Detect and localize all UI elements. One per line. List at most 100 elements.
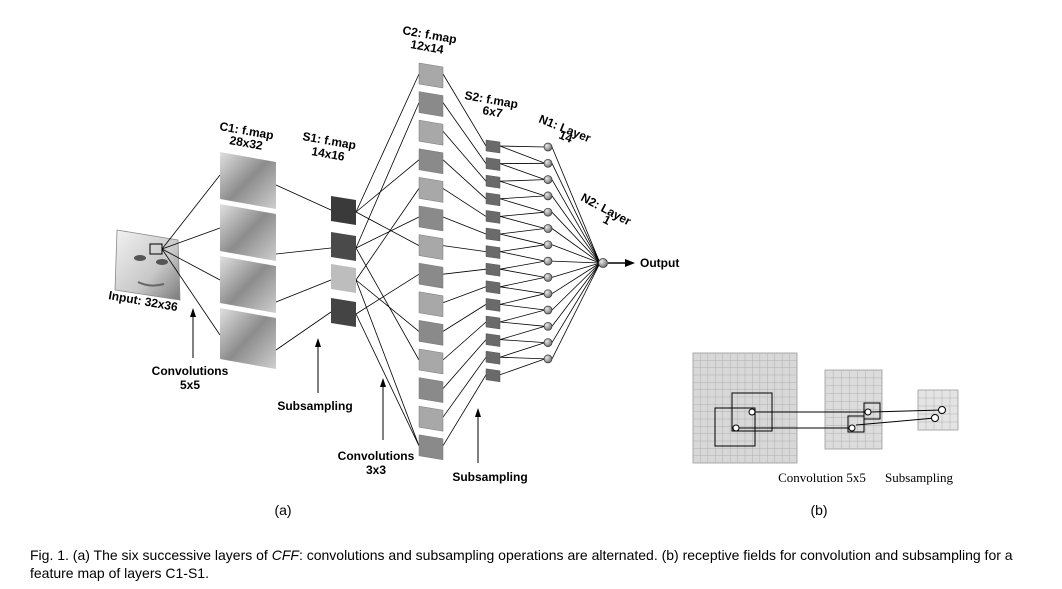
connection-line — [499, 198, 546, 213]
s2-map — [485, 192, 501, 207]
connection-line — [442, 188, 487, 217]
s2-map — [485, 262, 501, 277]
c2-map — [418, 348, 444, 375]
s2-map — [485, 368, 501, 383]
s2-map — [485, 227, 501, 242]
connection-line — [499, 180, 546, 197]
connection-line — [499, 163, 546, 180]
s2-feature-maps — [485, 139, 501, 383]
connection-line — [355, 216, 420, 249]
connection-line — [551, 262, 601, 278]
s2-map — [485, 210, 501, 224]
s1-map — [331, 232, 356, 261]
connection-line — [551, 163, 601, 264]
n1-neuron — [543, 321, 553, 331]
connection-line — [551, 262, 601, 327]
c2-size: 12x14 — [409, 37, 445, 57]
connection-line — [499, 228, 546, 235]
n1-size: 14 — [557, 128, 575, 146]
s1-map — [331, 264, 356, 293]
c1-map — [220, 152, 276, 209]
c2-map — [418, 177, 444, 203]
connection-line — [551, 262, 601, 360]
connection-line — [551, 262, 601, 295]
connection-line — [442, 159, 487, 200]
connection-line — [355, 188, 420, 281]
connection-line — [499, 325, 546, 340]
connection-line — [355, 279, 420, 332]
connection-line — [355, 159, 420, 213]
c2-map — [418, 405, 444, 432]
n1-neuron — [543, 240, 553, 250]
n1-neurons — [543, 142, 553, 364]
connection-line — [499, 342, 546, 358]
s2-map — [485, 174, 501, 189]
connection-line — [275, 247, 332, 255]
connection-line — [551, 244, 601, 264]
n1-neuron — [543, 354, 553, 364]
figure-caption: Fig. 1. (a) The six successive layers of… — [30, 546, 1040, 582]
caption-emph: CFF — [271, 547, 299, 563]
conv5-label-line1: Convolutions — [152, 364, 229, 378]
s2-map — [485, 315, 501, 330]
c2-map — [418, 148, 444, 175]
connection-line — [355, 73, 420, 213]
connection-line — [355, 102, 420, 249]
n1-neuron — [543, 224, 553, 233]
c1-map — [220, 204, 276, 261]
connection-line — [551, 146, 601, 264]
connection-line — [355, 247, 420, 361]
n2-neuron — [598, 258, 608, 268]
connection-line — [499, 260, 546, 270]
connection-line — [551, 195, 601, 264]
n1-neuron — [543, 289, 553, 299]
c2-map — [418, 91, 444, 117]
panel-a-label: (a) — [274, 502, 291, 518]
panel-b-label: (b) — [810, 502, 827, 518]
connection-line — [499, 244, 546, 252]
connection-line — [442, 304, 487, 332]
connection-line — [499, 211, 546, 217]
n1-neuron — [543, 207, 553, 217]
connection-line — [551, 260, 601, 264]
connection-line — [499, 358, 546, 376]
c2-map — [418, 262, 444, 289]
c1-size: 28x32 — [228, 133, 264, 153]
s1-size: 14x16 — [310, 144, 346, 164]
n1-neuron — [543, 273, 553, 282]
connection-line — [499, 356, 546, 360]
output-arrowhead — [625, 259, 635, 267]
annotation-arrows — [190, 308, 481, 463]
connection-line — [499, 195, 546, 200]
b-c1-grid-lines — [825, 370, 882, 449]
output-label: Output — [640, 256, 679, 270]
subsampling1-label: Subsampling — [277, 399, 352, 413]
connection-line — [551, 179, 601, 264]
connection-line — [442, 130, 487, 182]
input-image — [114, 229, 181, 301]
caption-suffix: : convolutions and subsampling operation… — [30, 547, 1013, 581]
n1-neuron — [543, 158, 553, 168]
c2-map — [418, 62, 444, 89]
connection-line — [499, 304, 546, 311]
connection-line — [499, 145, 546, 164]
c2-map — [418, 205, 444, 232]
connection-line — [442, 321, 487, 361]
subsampling2-label: Subsampling — [452, 470, 527, 484]
connection-line — [442, 339, 487, 389]
connection-line — [499, 233, 546, 246]
connection-line — [161, 248, 221, 336]
connection-line — [499, 145, 546, 148]
s1-feature-maps — [331, 196, 356, 327]
b-conv-label: Convolution 5x5 — [778, 470, 866, 485]
n1-neuron — [543, 338, 553, 347]
b-connections — [732, 406, 946, 432]
c2-feature-maps — [418, 62, 444, 461]
n1-neuron — [543, 175, 553, 184]
caption-prefix: Fig. 1. (a) The six successive layers of — [30, 547, 272, 563]
s2-map — [485, 333, 501, 347]
b-sub-window — [863, 402, 881, 420]
c2-map — [418, 291, 444, 318]
connection-line — [499, 179, 546, 182]
b-sub-label: Subsampling — [885, 470, 953, 485]
